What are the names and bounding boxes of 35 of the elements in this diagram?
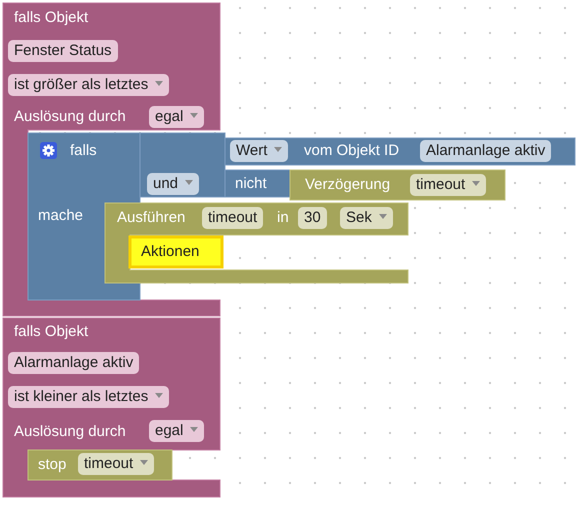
block-label: Aktionen xyxy=(141,243,200,261)
input-field: Alarmanlage aktiv xyxy=(420,140,552,162)
block-label: Verzögerung xyxy=(305,176,390,194)
logic-block xyxy=(225,170,290,197)
trigger-block xyxy=(3,318,220,497)
block-label: nicht xyxy=(235,175,267,193)
input-field: timeout xyxy=(202,207,264,229)
dropdown-field: Sek xyxy=(340,207,393,229)
dropdown-field: timeout xyxy=(78,453,154,475)
dropdown-field: egal xyxy=(149,420,204,442)
timer-block xyxy=(290,170,505,200)
timer-block xyxy=(105,203,408,283)
input-field: Fenster Status xyxy=(8,40,118,62)
block-label: falls xyxy=(70,142,97,160)
input-field: 30 xyxy=(298,207,327,229)
logic-block xyxy=(140,133,225,197)
timer-block xyxy=(28,450,172,480)
block-label: Auslösung durch xyxy=(14,423,126,441)
block-label: falls Objekt xyxy=(14,9,88,27)
dropdown-field: ist größer als letztes xyxy=(8,74,170,96)
logic-block xyxy=(225,138,575,165)
block-label: vom Objekt ID xyxy=(304,142,400,160)
block-label: in xyxy=(277,209,289,227)
block-label: stop xyxy=(38,456,66,474)
highlighted-block xyxy=(130,237,222,267)
block-label: mache xyxy=(38,207,84,225)
dropdown-field: egal xyxy=(149,106,204,128)
dropdown-field: Wert xyxy=(230,140,288,162)
dropdown-field: ist kleiner als letztes xyxy=(8,386,170,408)
block-label: Auslösung durch xyxy=(14,108,126,126)
dropdown-field: und xyxy=(147,173,200,195)
block-label: Ausführen xyxy=(117,209,186,227)
dropdown-field: timeout xyxy=(410,174,486,196)
input-field: Alarmanlage aktiv xyxy=(8,352,140,374)
block-label: falls Objekt xyxy=(14,323,88,341)
